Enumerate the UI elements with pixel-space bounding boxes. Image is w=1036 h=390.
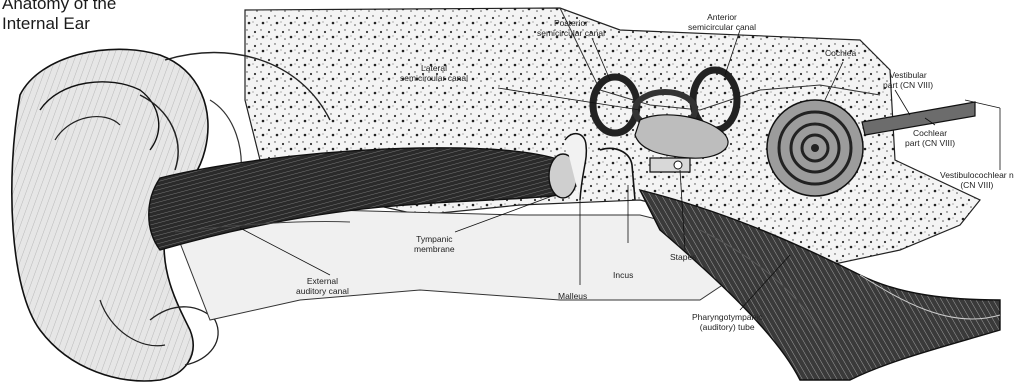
label-lateral-semicircular-canal: Lateral semicircular canal: [400, 63, 468, 83]
label-line: auditory canal: [296, 286, 349, 296]
label-line: Vestibulocochlear n: [940, 170, 1014, 180]
label-line: membrane: [414, 244, 455, 254]
label-anterior-semicircular-canal: Anterior semicircular canal: [688, 12, 756, 32]
label-line: Vestibular: [883, 70, 933, 80]
label-line: (auditory) tube: [692, 322, 762, 332]
label-line: Incus: [613, 270, 633, 280]
label-tympanic-membrane: Tympanic membrane: [414, 234, 455, 254]
label-line: External: [296, 276, 349, 286]
label-line: part (CN VIII): [883, 80, 933, 90]
label-cochlea: Cochlea: [825, 48, 856, 58]
label-line: semicircular canal: [688, 22, 756, 32]
label-line: Cochlear: [905, 128, 955, 138]
title-line-1: Anatomy of the: [2, 0, 116, 14]
label-line: Stapes: [670, 252, 696, 262]
label-line: Lateral: [400, 63, 468, 73]
label-line: Tympanic: [414, 234, 455, 244]
label-malleus: Malleus: [558, 291, 587, 301]
label-incus: Incus: [613, 270, 633, 280]
label-pharyngotympanic-tube: Pharyngotympanic (auditory) tube: [692, 312, 762, 332]
label-line: Anterior: [688, 12, 756, 22]
label-line: Posterior: [537, 18, 605, 28]
label-line: part (CN VIII): [905, 138, 955, 148]
label-vestibular-part: Vestibular part (CN VIII): [883, 70, 933, 90]
stapes-shape: [650, 158, 690, 172]
label-line: Pharyngotympanic: [692, 312, 762, 322]
diagram-title: Anatomy of the Internal Ear: [2, 0, 116, 34]
label-line: Malleus: [558, 291, 587, 301]
label-posterior-semicircular-canal: Posterior semicircular canal: [537, 18, 605, 38]
label-vestibulocochlear-nerve: Vestibulocochlear n (CN VIII): [940, 170, 1014, 190]
label-cochlear-part: Cochlear part (CN VIII): [905, 128, 955, 148]
title-line-2: Internal Ear: [2, 14, 116, 34]
cochlea-shape: [767, 100, 863, 196]
label-external-auditory-canal: External auditory canal: [296, 276, 349, 296]
label-line: Cochlea: [825, 48, 856, 58]
label-line: semicircular canal: [400, 73, 468, 83]
label-line: (CN VIII): [940, 180, 1014, 190]
label-stapes: Stapes: [670, 252, 696, 262]
label-line: semicircular canal: [537, 28, 605, 38]
